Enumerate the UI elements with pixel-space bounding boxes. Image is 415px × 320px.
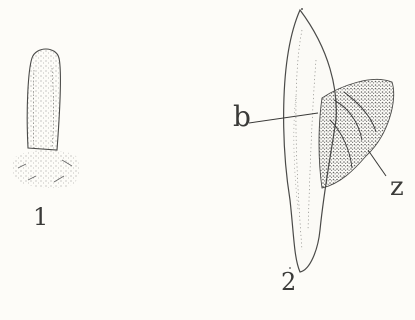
cell-1-base	[12, 150, 79, 188]
cell-1	[27, 49, 60, 150]
part-label-b: b	[233, 103, 251, 131]
figure-label-2: 2	[281, 270, 296, 294]
leader-line-z	[368, 150, 386, 176]
part-label-z: z	[390, 174, 404, 200]
figure-label-1: 1	[33, 205, 48, 229]
